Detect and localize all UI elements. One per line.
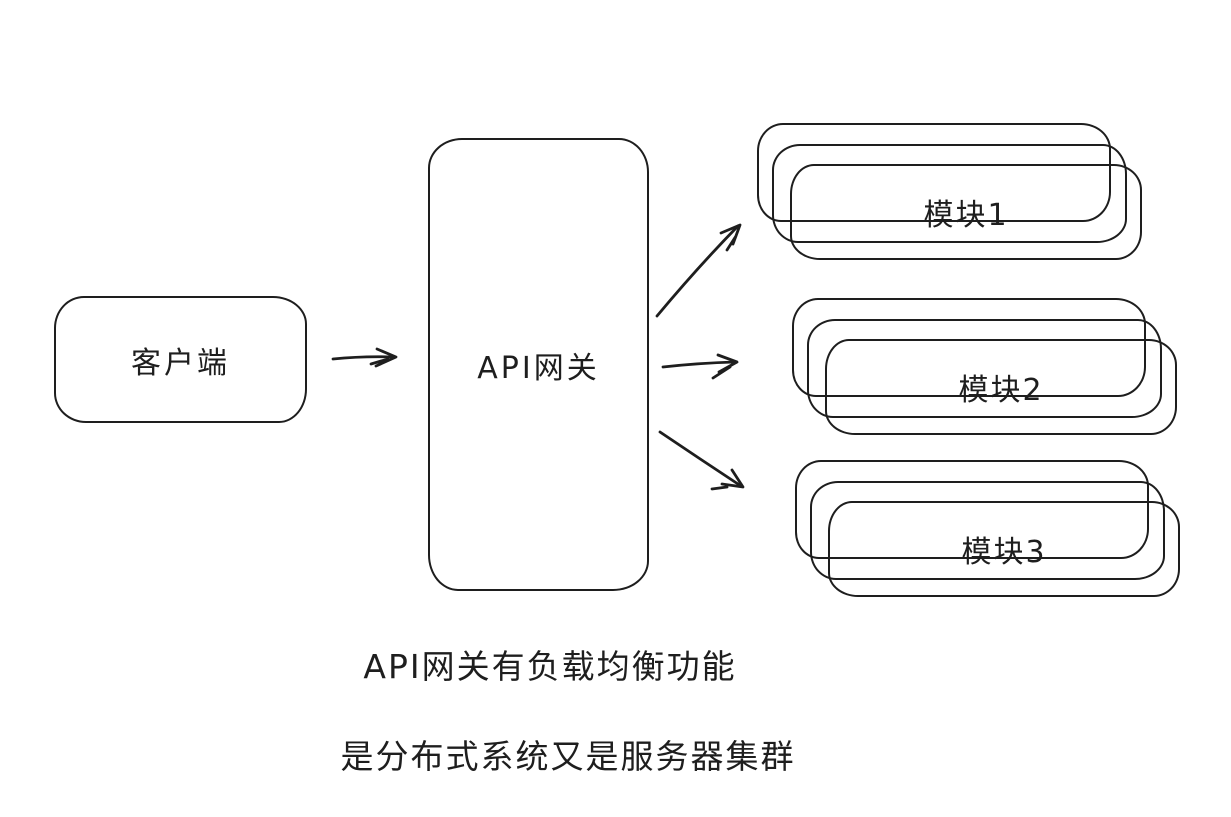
- arrow-gateway-to-module-2: [661, 353, 739, 380]
- module-2-rect-front: [825, 339, 1177, 435]
- module-3-label: 模块3: [961, 535, 1047, 570]
- module-1-stack: 模块1: [757, 123, 1187, 273]
- module-1-label: 模块1: [923, 198, 1009, 233]
- client-box: [54, 296, 307, 423]
- client-label: 客户端: [131, 345, 230, 381]
- module-1-rect-front: [790, 164, 1142, 260]
- arrow-gateway-to-module-1: [655, 223, 742, 318]
- caption-distributed-cluster: 是分布式系统又是服务器集群: [340, 737, 796, 776]
- arrow-client-to-gateway: [331, 347, 398, 368]
- caption-load-balancing: API网关有负载均衡功能: [363, 647, 737, 686]
- module-2-label: 模块2: [958, 373, 1044, 408]
- arrow-gateway-to-module-3: [658, 430, 745, 491]
- module-3-stack: 模块3: [795, 460, 1225, 610]
- module-2-stack: 模块2: [792, 298, 1222, 448]
- api-gateway-label: API网关: [477, 350, 600, 386]
- api-gateway-box: [428, 138, 649, 591]
- module-3-rect-front: [828, 501, 1180, 597]
